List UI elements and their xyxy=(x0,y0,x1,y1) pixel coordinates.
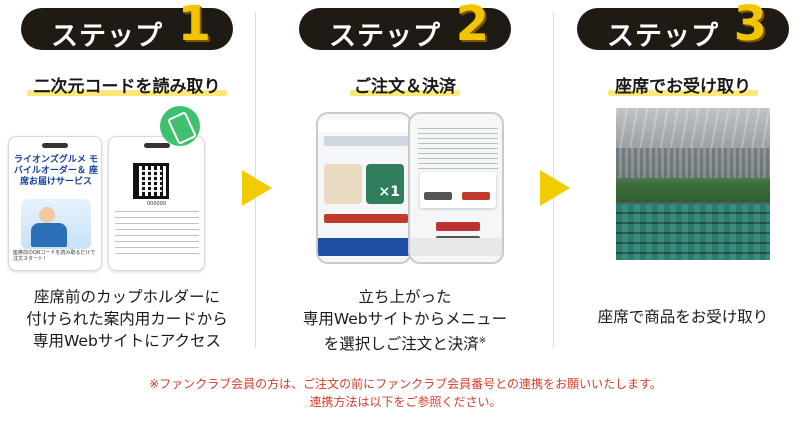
step-2-number: 2 xyxy=(455,0,489,52)
phone-nav-bar xyxy=(318,238,410,256)
dialog-ok-button xyxy=(462,192,490,200)
guide-card-foot: 座席前のQRコードを読み取るだけで注文スタート！ xyxy=(13,250,96,262)
quantity-badge: ×1 xyxy=(378,184,400,200)
step-2-desc-line: 立ち上がった xyxy=(358,288,452,306)
step-2-description: 立ち上がった 専用Webサイトからメニュー を選択しご注文と決済※ xyxy=(278,286,532,355)
fanclub-note-line: ※ファンクラブ会員の方は、ご注文の前にファンクラブ会員番号との連携をお願いいたし… xyxy=(149,377,662,391)
step-2-desc-line: 専用Webサイトからメニュー xyxy=(302,310,508,328)
step-3-number: 3 xyxy=(733,0,767,52)
step-2-title-underline xyxy=(350,90,460,96)
step-2-badge: ステップ 2 xyxy=(299,0,511,52)
guide-card-back: 000000 xyxy=(108,136,205,271)
step-1-desc-line: 専用Webサイトにアクセス xyxy=(32,332,222,350)
stadium-seats-photo xyxy=(616,108,770,260)
fanclub-note: ※ファンクラブ会員の方は、ご注文の前にファンクラブ会員番号との連携をお願いいたし… xyxy=(0,375,811,411)
add-to-cart-bar xyxy=(324,214,408,223)
step-1-desc-line: 付けられた案内用カードから xyxy=(26,310,228,328)
pay-button xyxy=(436,222,480,231)
guide-card-front: ライオンズグルメ モバイルオーダー＆ 座席お届けサービス 座席前のQRコードを読… xyxy=(8,136,102,271)
step-3-badge: ステップ 3 xyxy=(577,0,789,52)
checkout-text xyxy=(418,128,498,172)
fanclub-note-line: 連携方法は以下をご参照ください。 xyxy=(309,395,502,409)
step-3-title: 座席でお受け取り xyxy=(615,77,751,97)
step-3-label: ステップ xyxy=(607,21,719,52)
menu-item-tile xyxy=(324,164,362,204)
dialog-cancel-button xyxy=(424,192,452,200)
stadium-seats xyxy=(616,204,770,260)
step-2-desc-text: を選択しご注文と決済 xyxy=(323,335,479,354)
seat-illustration-icon xyxy=(21,199,91,249)
step-2: ステップ 2 ご注文＆決済 ×1 立ち上がった 専用Webサイトからメニュー を… xyxy=(278,0,532,353)
step-1: ステップ 1 二次元コードを読み取り ライオンズグルメ モバイルオーダー＆ 座席… xyxy=(0,0,254,350)
step-3: ステップ 3 座席でお受け取り 座席で商品をお受け取り xyxy=(556,0,810,350)
step-3-desc-line: 座席で商品をお受け取り xyxy=(597,308,769,326)
step-1-title: 二次元コードを読み取り xyxy=(33,77,221,97)
note-mark: ※ xyxy=(478,336,487,346)
card-hole xyxy=(143,143,170,148)
phone-checkout-screen xyxy=(408,112,504,264)
card-hole xyxy=(42,143,68,148)
step-1-description: 座席前のカップホルダーに 付けられた案内用カードから 専用Webサイトにアクセス xyxy=(0,286,254,352)
step-2-label: ステップ xyxy=(329,21,441,52)
step-1-label: ステップ xyxy=(51,21,163,52)
step-3-description: 座席で商品をお受け取り xyxy=(556,306,810,328)
step-2-desc-line: を選択しご注文と決済※ xyxy=(278,330,532,355)
step-2-title: ご注文＆決済 xyxy=(354,77,456,97)
step-3-title-underline xyxy=(608,90,758,96)
step-1-badge: ステップ 1 xyxy=(21,0,233,52)
phone-nav-bar xyxy=(410,238,502,256)
card-number: 000000 xyxy=(146,201,167,207)
step-1-number: 1 xyxy=(177,0,211,52)
arrow-right-icon xyxy=(242,170,272,206)
step-1-desc-line: 座席前のカップホルダーに xyxy=(33,288,220,306)
phone-menu-screen: ×1 xyxy=(316,112,412,264)
guide-card-title: ライオンズグルメ モバイルオーダー＆ 座席お届けサービス xyxy=(13,155,99,187)
stadium-stands xyxy=(616,148,770,178)
phone-status-bar xyxy=(318,120,410,132)
step-1-title-underline xyxy=(27,90,227,96)
phone-scan-icon xyxy=(160,106,200,146)
card-instructions xyxy=(115,211,199,259)
menu-item-tile-selected: ×1 xyxy=(366,164,404,204)
confirm-dialog xyxy=(420,172,496,208)
qr-code-icon xyxy=(133,163,169,199)
phone-header xyxy=(324,136,408,146)
